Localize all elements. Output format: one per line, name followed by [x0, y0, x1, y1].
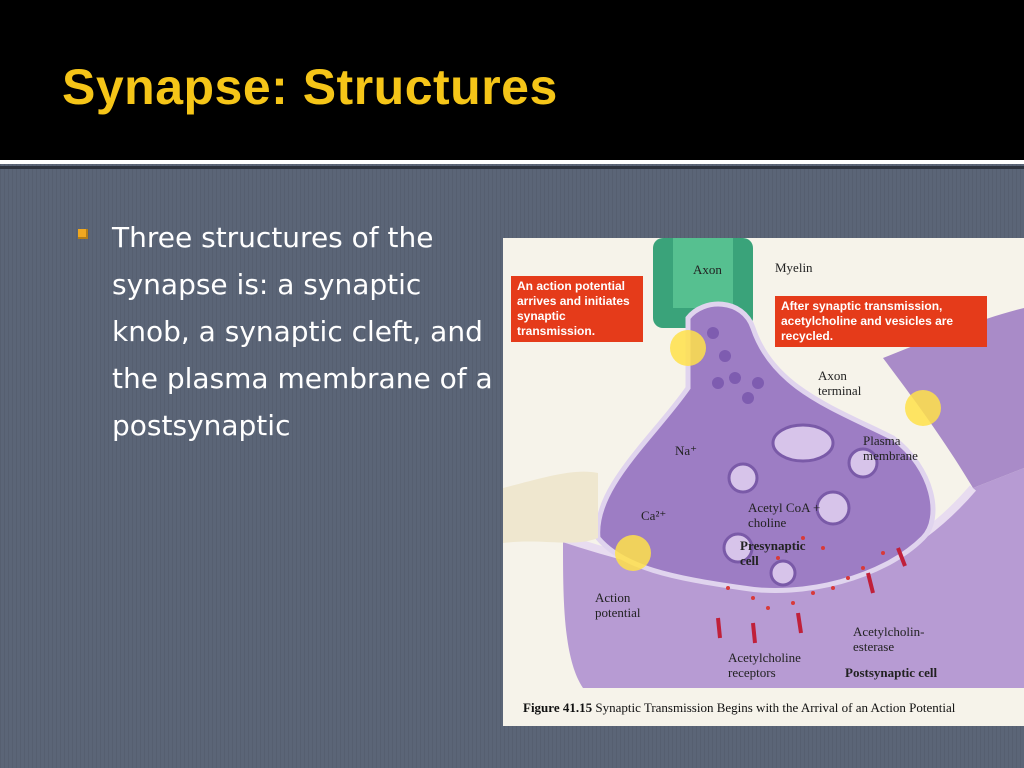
right-cell-shape: [883, 308, 1024, 488]
label-acetyl-coa: Acetyl CoA + choline: [748, 500, 821, 530]
figure-caption: Figure 41.15 Synaptic Transmission Begin…: [523, 700, 955, 716]
extracellular-region: [503, 471, 598, 543]
label-na: Na⁺: [675, 443, 698, 458]
myelin-shape: [673, 238, 733, 308]
label-acetylcholine-receptors: Acetylcholine receptors: [728, 650, 801, 680]
neurotransmitter-dots: [726, 536, 885, 610]
er-organelle: [771, 423, 835, 463]
label-postsynaptic-cell: Postsynaptic cell: [845, 665, 938, 680]
label-axon: Axon: [693, 262, 722, 277]
label-acetylcholinesterase: Acetylcholin- esterase: [853, 624, 925, 654]
callout-recycling: After synaptic transmission, acetylcholi…: [775, 296, 987, 347]
receptors: [716, 547, 907, 644]
bullet-square-icon: [78, 229, 88, 239]
synapse-figure: An action potential arrives and initiate…: [503, 238, 1024, 726]
label-axon-terminal: Axon terminal: [818, 368, 862, 398]
label-action-potential: Action potential: [595, 590, 641, 620]
label-plasma-membrane: Plasma membrane: [863, 433, 918, 463]
bullet-list: Three structures of the synapse is: a sy…: [78, 214, 493, 449]
synapse-illustration: [503, 238, 1024, 688]
bullet-item: Three structures of the synapse is: a sy…: [112, 221, 493, 442]
title-divider: [0, 160, 1024, 164]
title-divider-shadow: [0, 166, 1024, 169]
small-vesicles: [707, 327, 764, 404]
slide-title: Synapse: Structures: [62, 59, 558, 115]
figure-number: Figure 41.15: [523, 700, 593, 715]
label-presynaptic-cell: Presynaptic cell: [740, 538, 806, 568]
label-ca: Ca²⁺: [641, 508, 667, 523]
postsynaptic-cell-shape: [563, 468, 1024, 688]
title-bar: [0, 0, 1024, 160]
label-myelin: Myelin: [775, 260, 813, 275]
figure-caption-text: Synaptic Transmission Begins with the Ar…: [595, 700, 956, 715]
action-potential-glows: [615, 330, 941, 571]
vesicles: [722, 447, 879, 587]
callout-action-potential: An action potential arrives and initiate…: [511, 276, 643, 342]
